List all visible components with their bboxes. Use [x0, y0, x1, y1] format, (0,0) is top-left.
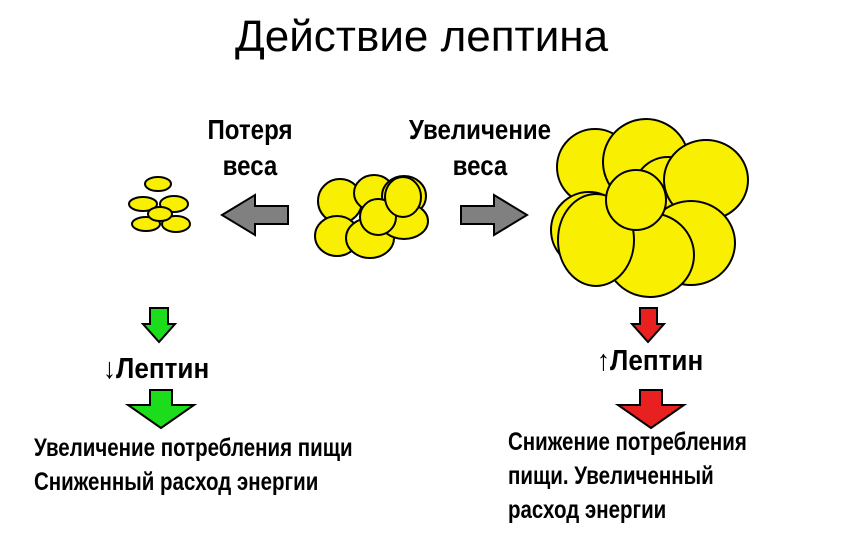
weight-gain-label-line1: Увеличение	[408, 114, 552, 145]
gray-arrow-left	[220, 193, 289, 237]
small-fat-cell	[128, 196, 158, 212]
leptin-up-arrow-icon: ↑	[597, 345, 611, 377]
weight-loss-effect-line1: Увеличение потребления пищи	[34, 434, 353, 462]
weight-gain-effect-line1: Снижение потребления	[508, 428, 747, 456]
red-arrow-small	[629, 307, 667, 344]
weight-gain-label-line2: веса	[452, 150, 508, 181]
large-fat-cell	[605, 169, 667, 231]
leptin-high-text: Лептин	[610, 345, 704, 377]
normal-fat-cells	[314, 174, 429, 259]
gray-arrow-right	[460, 193, 529, 237]
weight-loss-label: Потеря веса	[190, 112, 310, 184]
weight-gain-label: Увеличение веса	[390, 112, 571, 184]
leptin-low-label: ↓Лептин	[103, 353, 209, 386]
weight-loss-label-line1: Потеря	[207, 114, 293, 145]
leptin-down-arrow-icon: ↓	[103, 353, 117, 385]
small-fat-cell	[147, 206, 173, 222]
diagram-title: Действие лептина	[234, 12, 609, 61]
weight-loss-effect-line2: Сниженный расход энергии	[34, 468, 319, 496]
weight-loss-label-line2: веса	[222, 150, 278, 181]
small-fat-cell	[161, 215, 191, 233]
green-arrow-small	[140, 307, 178, 344]
fat-cell	[384, 176, 422, 218]
weight-gain-effect-line3: расход энергии	[508, 496, 667, 524]
red-arrow-large	[614, 389, 688, 430]
weight-loss-effects: Увеличение потребления пищи Сниженный ра…	[34, 431, 353, 499]
green-arrow-large	[124, 389, 198, 430]
small-fat-cells	[128, 176, 191, 233]
leptin-high-label: ↑Лептин	[597, 345, 703, 378]
leptin-low-text: Лептин	[116, 353, 210, 385]
large-fat-cells	[550, 118, 749, 298]
small-fat-cell	[144, 176, 172, 192]
weight-gain-effect-line2: пищи. Увеличенный	[508, 462, 714, 490]
weight-gain-effects: Снижение потребления пищи. Увеличенный р…	[508, 425, 747, 527]
